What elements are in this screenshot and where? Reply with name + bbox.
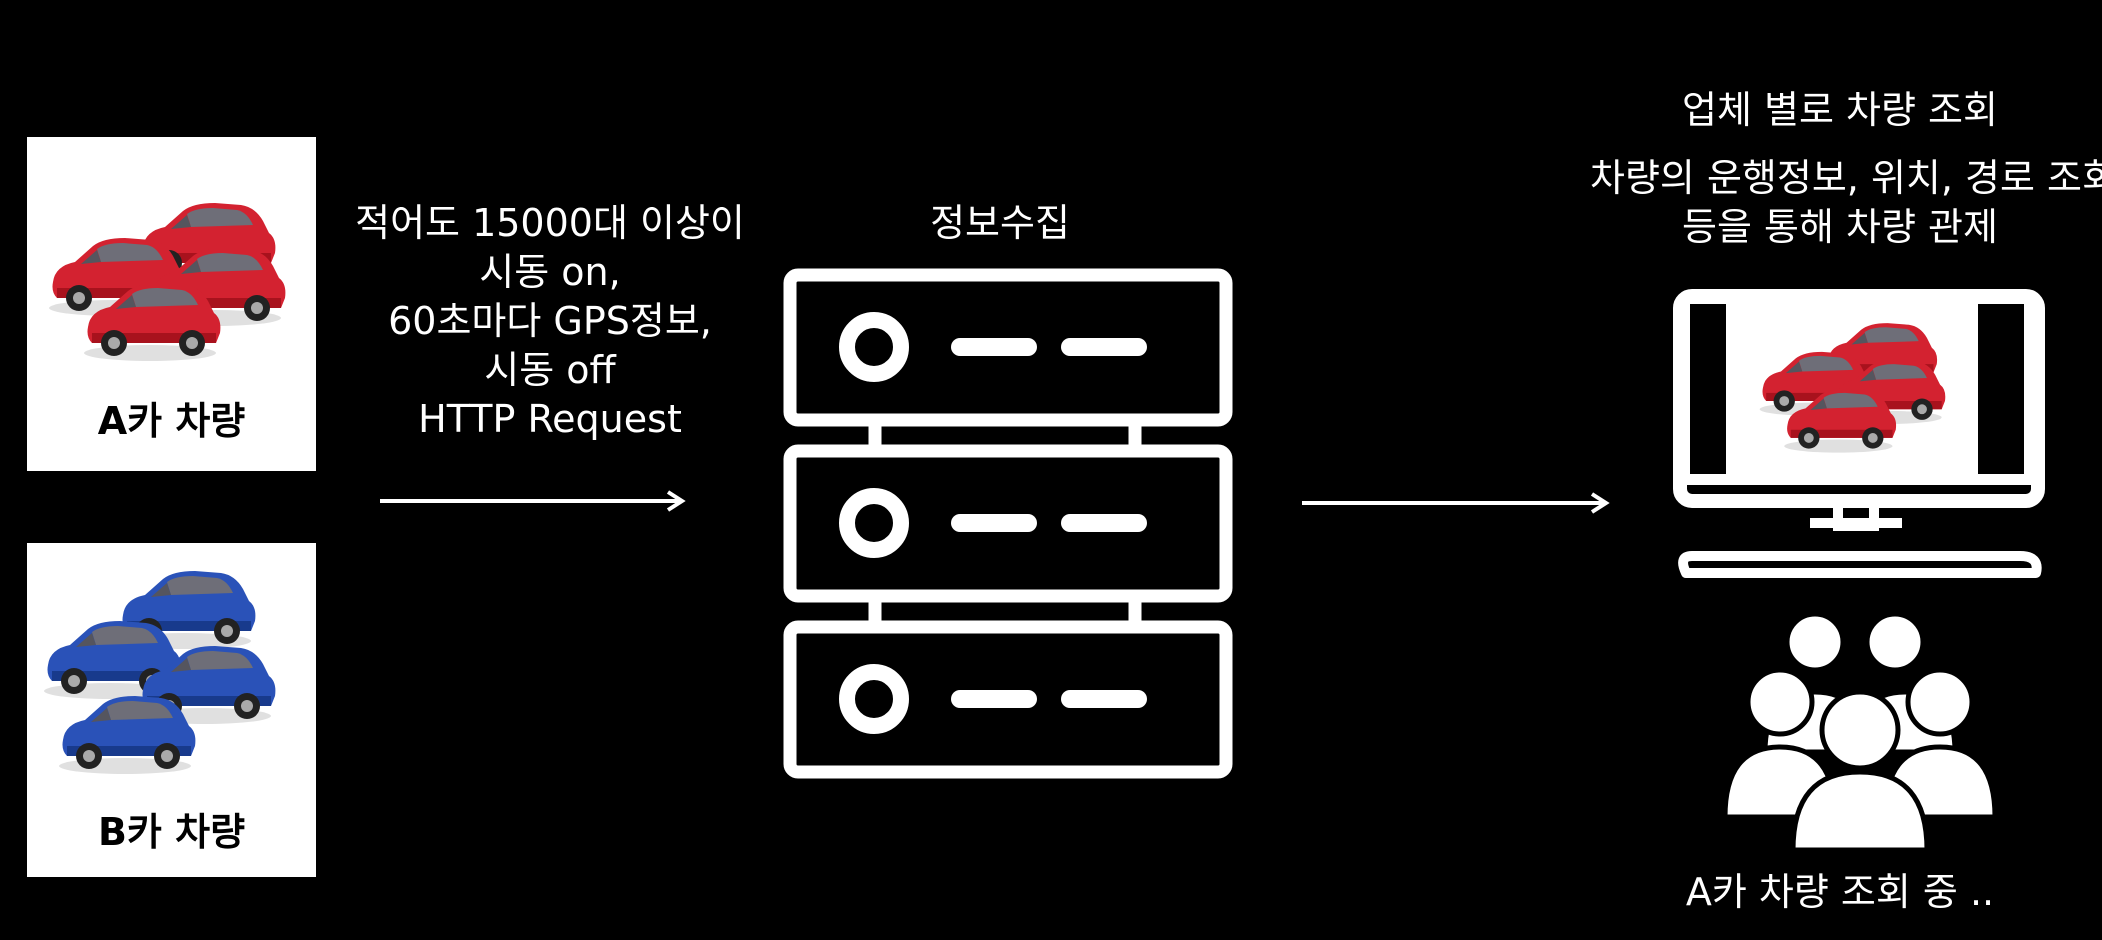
request-line-3: 60초마다 GPS정보, [388,299,712,343]
arrow-to-server-icon [380,490,686,512]
server-unit-2 [839,488,1147,558]
server-label: 정보수집 [930,201,1070,245]
vehicle-group-b-label: B카 차량 [97,810,246,854]
vehicle-group-a-label: A카 차량 [97,399,246,443]
monitor-title: 업체 별로 차량 조회 [1682,88,1998,132]
vehicle-card-b: B카 차량 [27,543,316,877]
user-mid-left [1725,667,1838,820]
red-cars-icon [49,203,286,361]
users-group-icon [1725,612,1995,852]
arrow-to-monitor-icon [1302,492,1610,514]
user-front [1790,689,1930,852]
monitor-description-line-2: 등을 통해 차량 관제 [1682,205,1998,249]
request-description: 적어도 15000대 이상이 시동 on, 60초마다 GPS정보, 시동 of… [340,199,760,444]
request-line-1: 적어도 15000대 이상이 [355,201,745,245]
request-line-4: 시동 off [484,348,616,392]
monitor-icon [1673,289,2045,578]
server-unit-3 [839,664,1147,734]
vehicle-card-a: A카 차량 [27,137,316,471]
server-icon [783,268,1233,779]
red-car-4 [84,283,221,361]
blue-car-3 [139,646,276,724]
screen-car-4 [1784,388,1897,453]
server-unit-1 [839,312,1147,382]
request-line-2: 시동 on, [479,250,621,294]
blue-car-2 [44,621,181,699]
monitor-description-line-1: 차량의 운행정보, 위치, 경로 조회 [1590,156,2102,200]
monitor-description: 차량의 운행정보, 위치, 경로 조회 등을 통해 차량 관제 [1590,154,2102,252]
blue-cars-icon [44,571,276,774]
blue-car-4 [59,696,196,774]
monitor-status: A카 차량 조회 중 .. [1685,870,1995,914]
monitor-screen-cars [1759,323,1946,453]
request-line-5: HTTP Request [418,397,682,441]
